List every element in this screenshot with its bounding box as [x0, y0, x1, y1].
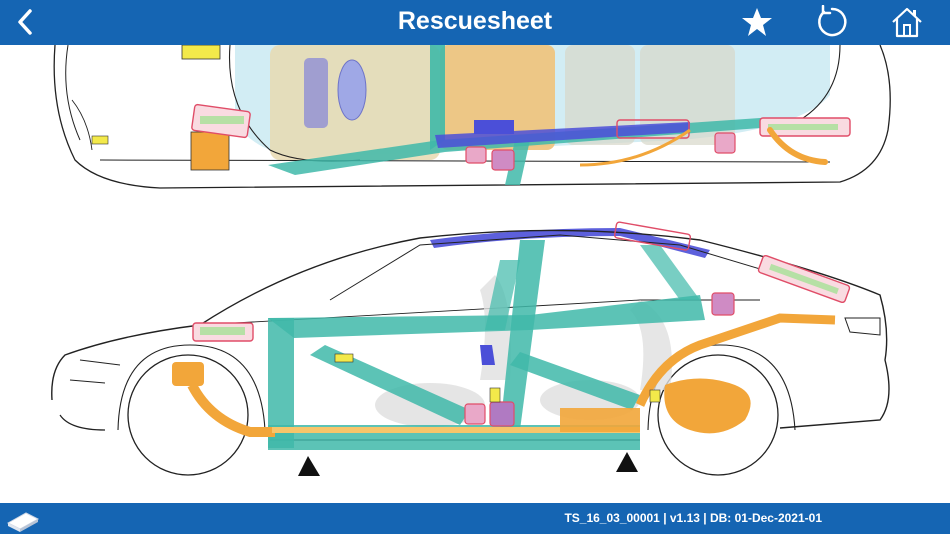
- top-bar: [0, 0, 950, 45]
- book-icon: [6, 512, 40, 532]
- sheet-info: TS_16_03_00001 | v1.13 | DB: 01-Dec-2021…: [564, 511, 822, 525]
- manual-button[interactable]: [4, 505, 42, 533]
- star-icon: [742, 8, 772, 36]
- side-view: [51, 221, 890, 476]
- top-view: [53, 45, 891, 189]
- rotate-icon: [818, 5, 847, 37]
- vehicle-diagram: [51, 45, 891, 476]
- bottom-bar: TS_16_03_00001 | v1.13 | DB: 01-Dec-2021…: [0, 503, 950, 534]
- favorite-button[interactable]: [738, 4, 776, 40]
- page-title: Rescuesheet: [397, 7, 553, 35]
- rescue-diagram[interactable]: [0, 45, 950, 503]
- home-button[interactable]: [887, 4, 927, 40]
- rotate-button[interactable]: [812, 4, 852, 40]
- back-button[interactable]: [10, 4, 40, 40]
- chevron-left-icon: [18, 9, 32, 35]
- home-icon: [892, 7, 922, 38]
